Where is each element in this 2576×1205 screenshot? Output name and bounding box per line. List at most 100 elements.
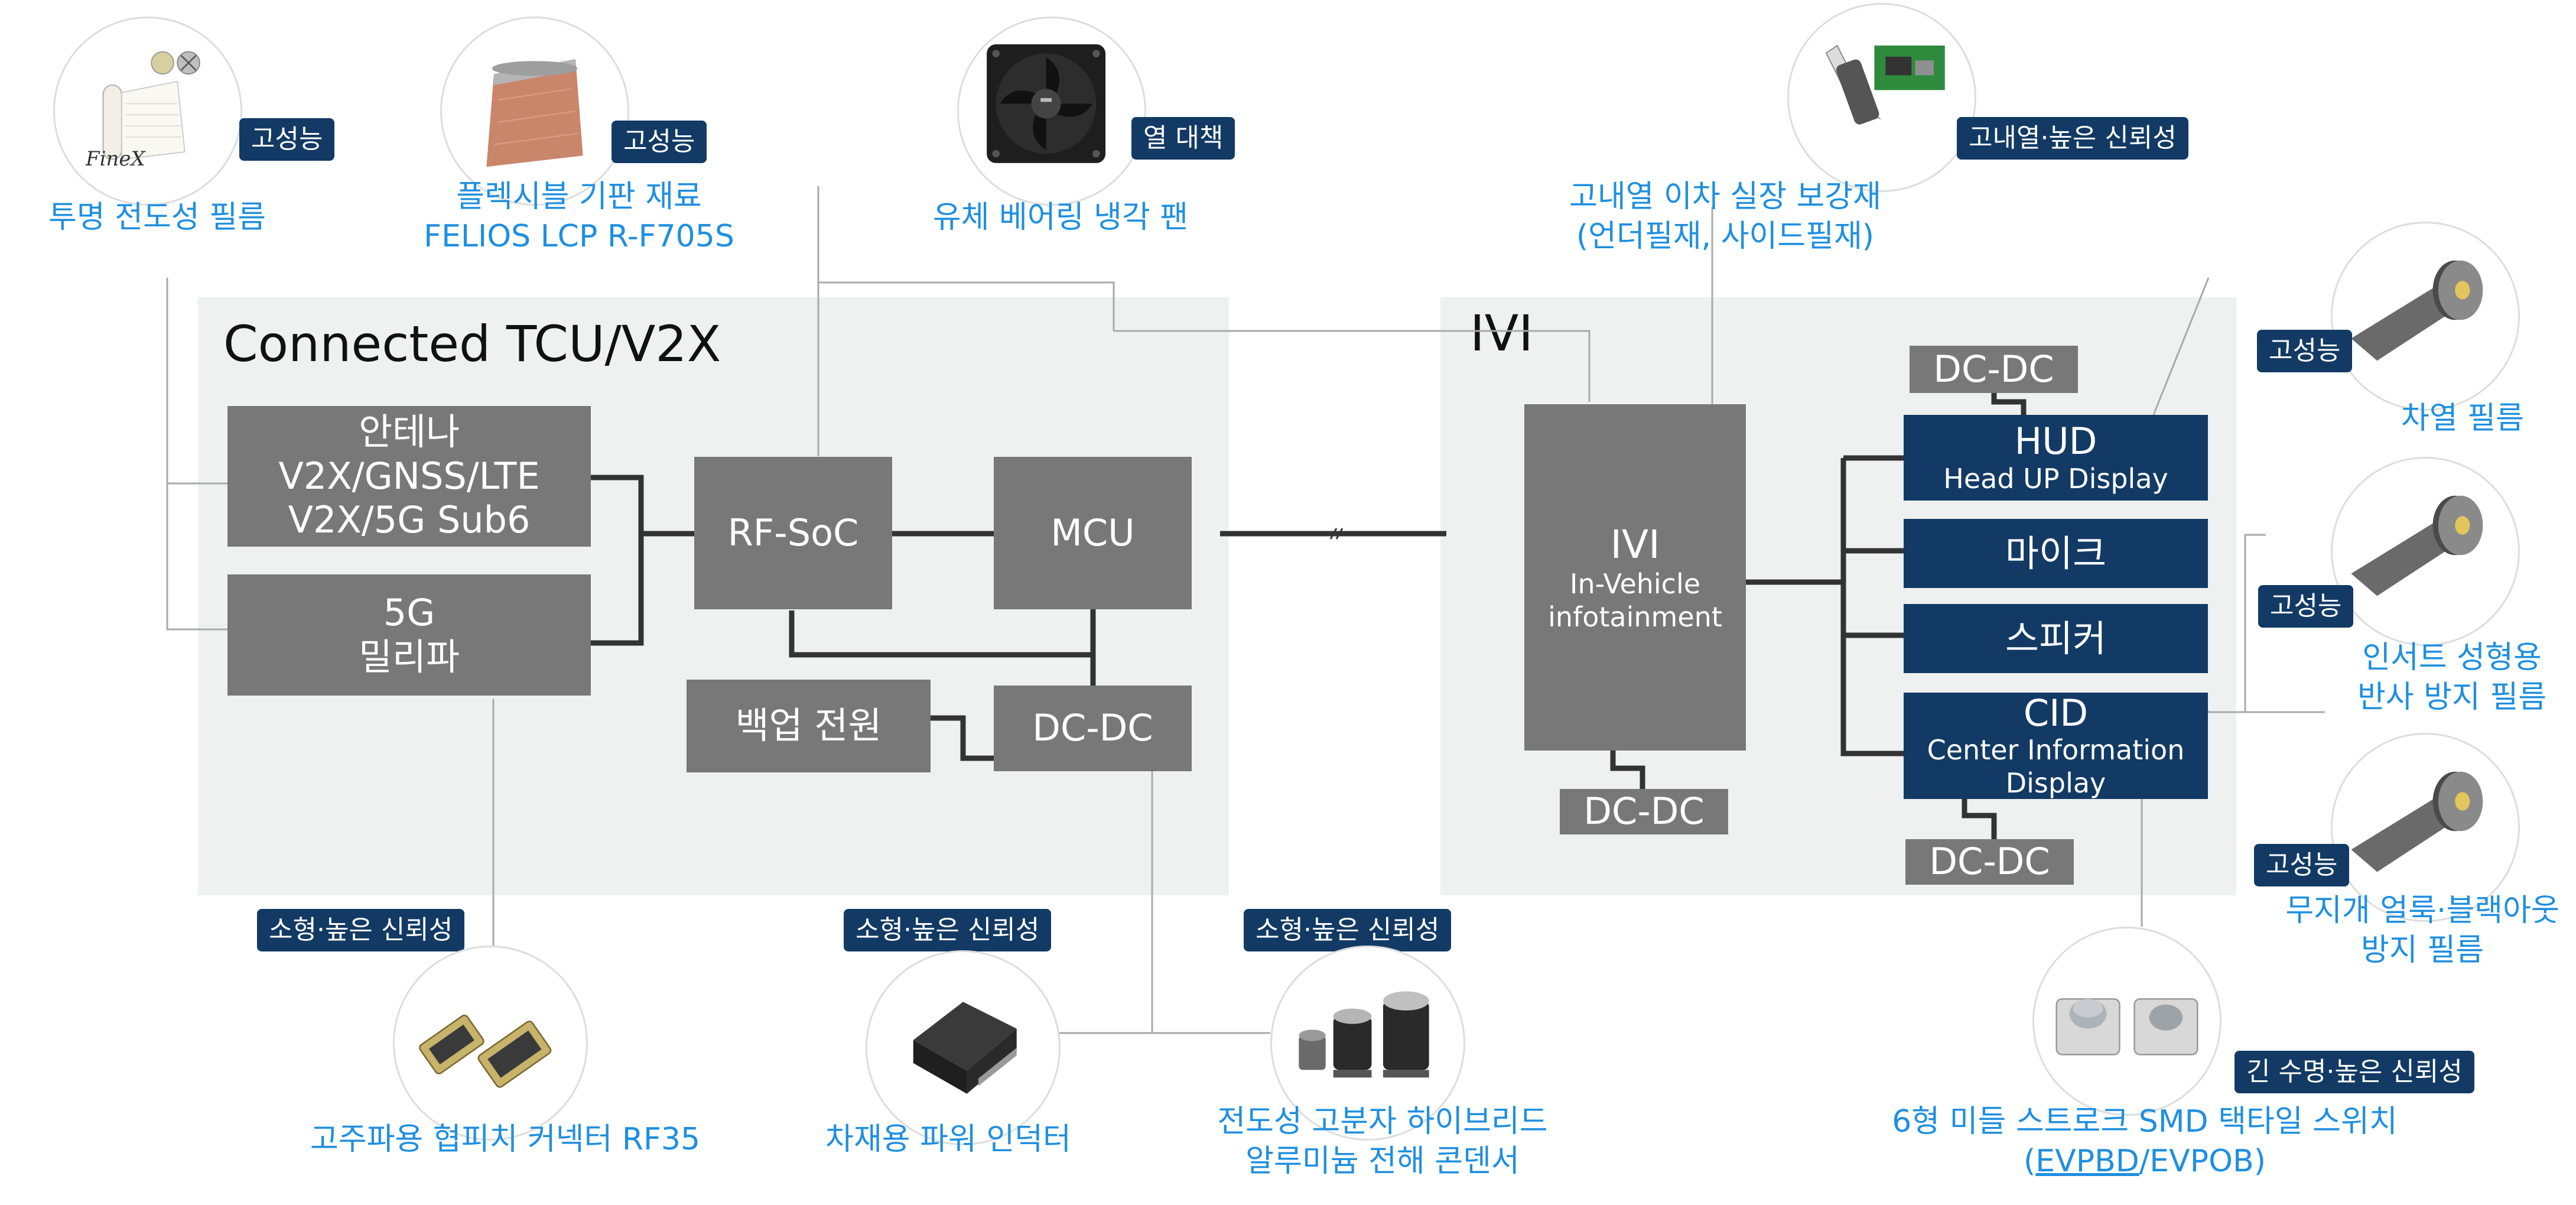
underfill-label-1: 고내열 이차 실장 보강재 [1569,179,1881,215]
ivi-block: IVI In-Vehicle infotainment [1524,404,1746,751]
ivi-block-title: IVI [1610,522,1660,568]
connector-product-image [393,946,588,1141]
film-label: 투명 전도성 필름 [48,198,266,238]
capacitor-label: 전도성 고분자 하이브리드 알루미늄 전해 콘덴서 [1217,1102,1547,1181]
switch-label-1: 6형 미들 스트로크 SMD 택타일 스위치 [1892,1104,2398,1139]
connector-label: 고주파용 협피치 커넥터 RF35 [310,1120,700,1159]
heat-film-label: 차열 필름 [2401,399,2524,439]
fan-product-icon [987,44,1106,163]
mcu-block: MCU [994,457,1192,609]
rfsoc-block: RF-SoC [694,457,892,609]
film-roll-icon [2351,771,2483,872]
underfill-label: 고내열 이차 실장 보강재 (언더필재, 사이드필재) [1569,177,1881,256]
cid-subtitle-2: Display [2005,766,2106,799]
rfsoc-label: RF-SoC [727,511,859,554]
ivi-block-sub-1: In-Vehicle [1569,568,1701,600]
hud-dcdc-block: DC-DC [1910,346,2078,393]
speaker-block: 스피커 [1904,604,2208,673]
backup-power-block: 백업 전원 [687,680,931,772]
finex-logo: FineX [86,147,145,171]
inductor-product-image [866,950,1061,1145]
connector-badge: 소형·높은 신뢰성 [257,909,465,951]
rainbow-film-label-1: 무지개 얼룩·블랙아웃 [2285,893,2559,928]
lcp-label-2: FELIOS LCP R-F705S [424,218,734,254]
film-product-icon [102,51,200,160]
film-product-image: FineX [53,17,242,206]
heat-film-product-image [2331,222,2520,411]
tcu-panel-title: Connected TCU/V2X [223,315,721,373]
film-badge: 고성능 [239,118,335,161]
cid-title: CID [2023,691,2089,735]
switch-label: 6형 미들 스트로크 SMD 택타일 스위치 (EVPBD/EVPOB) [1892,1102,2398,1181]
mmwave-label-2: 밀리파 [358,635,460,678]
heat-film-label-text: 차열 필름 [2401,401,2524,436]
cid-dcdc-label: DC-DC [1929,840,2050,884]
film-roll-icon [2351,495,2483,596]
tcu-dcdc-label: DC-DC [1032,706,1153,750]
tcu-dcdc-block: DC-DC [994,686,1192,771]
rainbow-film-badge: 고성능 [2254,844,2350,886]
mcu-label: MCU [1050,511,1135,554]
insert-film-product-image [2331,457,2520,646]
capacitor-product-image [1270,946,1465,1141]
lcp-product-icon [486,59,583,167]
antenna-band-2: V2X/5G Sub6 [288,498,531,542]
lcp-label-1: 플렉시블 기판 재료 [456,179,702,215]
inductor-label: 차재용 파워 인덕터 [825,1120,1071,1159]
underfill-label-2: (언더필재, 사이드필재) [1576,218,1875,254]
rainbow-film-product-image [2331,733,2520,922]
hud-title: HUD [2014,420,2097,463]
mmwave-block: 5G 밀리파 [227,574,591,696]
lcp-badge: 고성능 [612,121,707,163]
capacitor-product-icon [1299,991,1429,1078]
switch-product-icon [2055,998,2198,1055]
antenna-band-1: V2X/GNSS/LTE [278,454,540,498]
rainbow-film-label-2: 방지 필름 [2361,932,2484,968]
hud-subtitle: Head UP Display [1943,462,2168,495]
hud-block: HUD Head UP Display [1904,415,2208,501]
lcp-product-image [440,17,629,206]
hud-dcdc-label: DC-DC [1933,347,2054,391]
antenna-block: 안테나 V2X/GNSS/LTE V2X/5G Sub6 [227,406,591,547]
rainbow-film-label: 무지개 얼룩·블랙아웃 방지 필름 [2285,891,2559,970]
ivi-dcdc-label: DC-DC [1583,790,1705,833]
connector-label-text: 고주파용 협피치 커넥터 RF35 [310,1122,701,1157]
mmwave-label-1: 5G [383,591,435,635]
ivi-dcdc-block: DC-DC [1560,789,1728,834]
ivi-block-sub-2: infotainment [1548,600,1722,633]
heat-film-badge: 고성능 [2257,330,2353,372]
fan-label: 유체 베어링 냉각 팬 [933,198,1188,238]
capacitor-label-1: 전도성 고분자 하이브리드 [1217,1104,1548,1139]
insert-film-label: 인서트 성형용 반사 방지 필름 [2357,638,2546,717]
switch-label-2: (EVPBD/EVPOB) [1892,1142,2398,1181]
speaker-label: 스피커 [2005,616,2107,660]
underfill-product-image [1787,3,1976,192]
inductor-product-icon [913,1002,1017,1094]
switch-label-2-open: ( [2023,1143,2036,1179]
inductor-label-text: 차재용 파워 인덕터 [825,1122,1071,1157]
mic-block: 마이크 [1904,519,2208,588]
film-roll-icon [2351,260,2483,361]
connector-product-icon [419,1014,552,1088]
cid-block: CID Center Information Display [1904,691,2208,799]
ivi-panel-title: IVI [1470,304,1534,362]
inductor-badge: 소형·높은 신뢰성 [844,909,1052,951]
switch-badge: 긴 수명·높은 신뢰성 [2235,1051,2474,1093]
film-label-text: 투명 전도성 필름 [48,200,266,235]
underfill-product-icon [1825,44,1945,125]
switch-label-2-rest: /EVPOB) [2139,1143,2266,1179]
insert-film-label-1: 인서트 성형용 [2362,640,2542,675]
switch-product-image [2032,927,2222,1116]
insert-film-label-2: 반사 방지 필름 [2357,679,2547,715]
capacitor-label-2: 알루미늄 전해 콘덴서 [1245,1143,1520,1179]
mic-label: 마이크 [2005,531,2107,575]
cid-dcdc-block: DC-DC [1905,839,2074,885]
underfill-badge: 고내열·높은 신뢰성 [1957,117,2188,160]
fan-label-text: 유체 베어링 냉각 팬 [932,200,1189,235]
fan-badge: 열 대책 [1131,117,1235,160]
switch-model-link[interactable]: EVPBD [2035,1143,2139,1179]
lcp-label: 플렉시블 기판 재료 FELIOS LCP R-F705S [424,177,734,256]
antenna-label: 안테나 [358,410,460,454]
fan-product-image [957,17,1146,206]
